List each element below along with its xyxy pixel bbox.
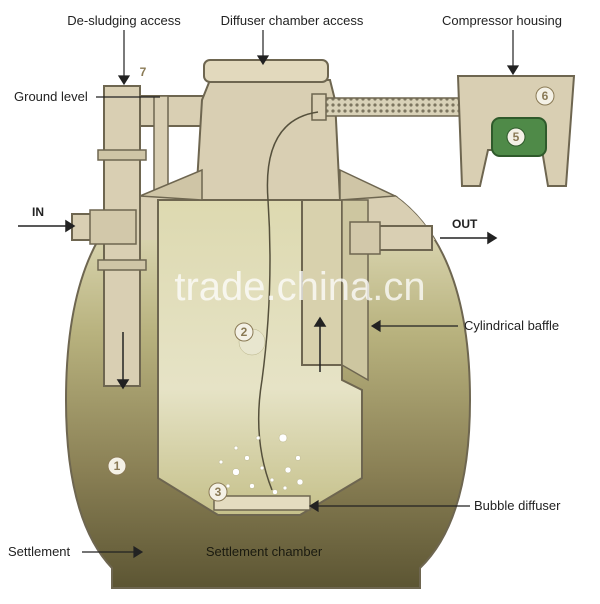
label-cylindrical-baffle: Cylindrical baffle [464,318,559,333]
inlet-pipe [71,209,137,245]
marker-2: 2 [241,325,248,339]
label-diffuser-chamber-access: Diffuser chamber access [221,13,364,28]
marker-6: 6 [542,89,549,103]
marker-1: 1 [114,459,121,473]
diffuser-access-dome [139,59,398,201]
label-settlement: Settlement [8,544,71,559]
marker-3: 3 [215,485,222,499]
bubbles [218,328,304,495]
number-markers: 1 2 3 5 6 7 [107,65,555,502]
label-compressor-housing: Compressor housing [442,13,562,28]
label-ground-level: Ground level [14,89,88,104]
label-bubble-diffuser: Bubble diffuser [474,498,561,513]
watermark: trade.china.cn [174,265,425,309]
marker-7: 7 [140,65,147,79]
marker-5: 5 [513,130,520,144]
labels: De-sludging access Diffuser chamber acce… [8,13,562,559]
bubble-diffuser [213,495,311,511]
label-out: OUT [452,217,478,231]
label-settlement-chamber: Settlement chamber [206,544,323,559]
air-hose [257,93,463,491]
label-in: IN [32,205,44,219]
flow-arrows [18,219,498,390]
outlet-pipe [349,221,433,255]
leader-lines [82,30,520,559]
label-desludging-access: De-sludging access [67,13,181,28]
